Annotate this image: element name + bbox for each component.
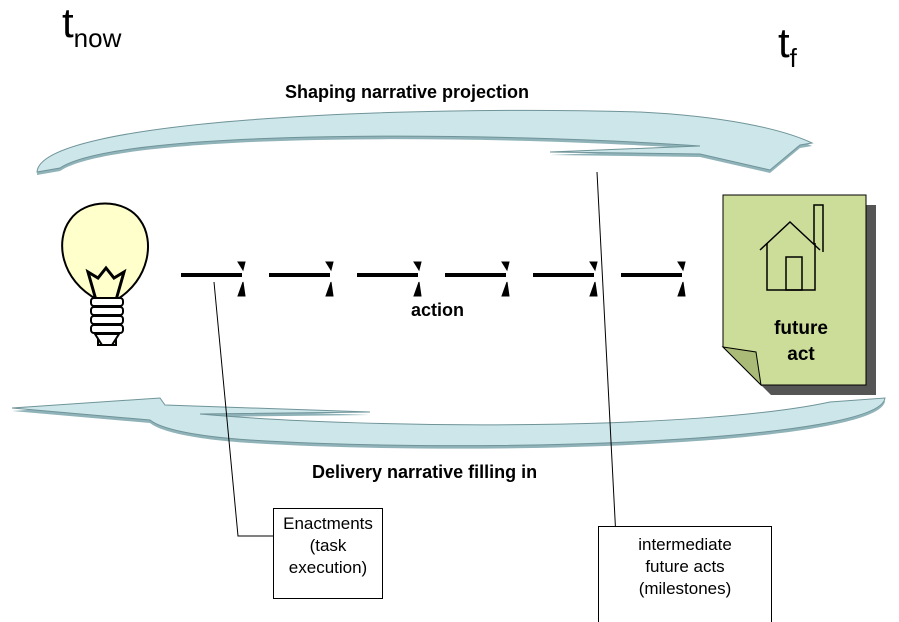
t-now-label: tnow [62,0,122,53]
callout-line-text: intermediate [638,535,732,554]
shaping-label: Shaping narrative projection [285,82,530,102]
action-timeline [181,261,686,297]
future-act-line: future [774,318,828,339]
action-segment [533,261,598,297]
action-segment [621,261,686,297]
callout-line-text: (milestones) [638,579,732,598]
delivery-arrow [11,397,886,449]
intermediate-callout-box: intermediate future acts (milestones) [598,526,772,622]
t-f-label: tf [778,19,797,73]
future-act-line: act [787,344,815,365]
house-icon [759,204,824,291]
enactments-callout-line [213,281,273,537]
action-segment [181,261,246,297]
callout-lines [213,171,617,539]
shaping-arrow [36,109,814,175]
action-segment [357,261,422,297]
enactments-callout-box: Enactments (task execution) [273,508,383,599]
future-act-label: future act [742,316,860,368]
t-f-subscript: f [789,43,797,73]
future-act-note [721,194,876,395]
callout-line-text: future acts [645,557,725,576]
callout-line-text: execution) [288,558,368,577]
callout-line-text: Enactments [283,514,373,533]
action-segment [269,261,334,297]
action-segment [445,261,510,297]
callout-line-text: (task [309,536,347,555]
delivery-label: Delivery narrative filling in [312,462,538,482]
intermediate-callout-line [596,171,617,539]
lightbulb-icon [61,202,149,346]
t-now-subscript: now [73,23,122,53]
action-label: action [411,300,465,320]
